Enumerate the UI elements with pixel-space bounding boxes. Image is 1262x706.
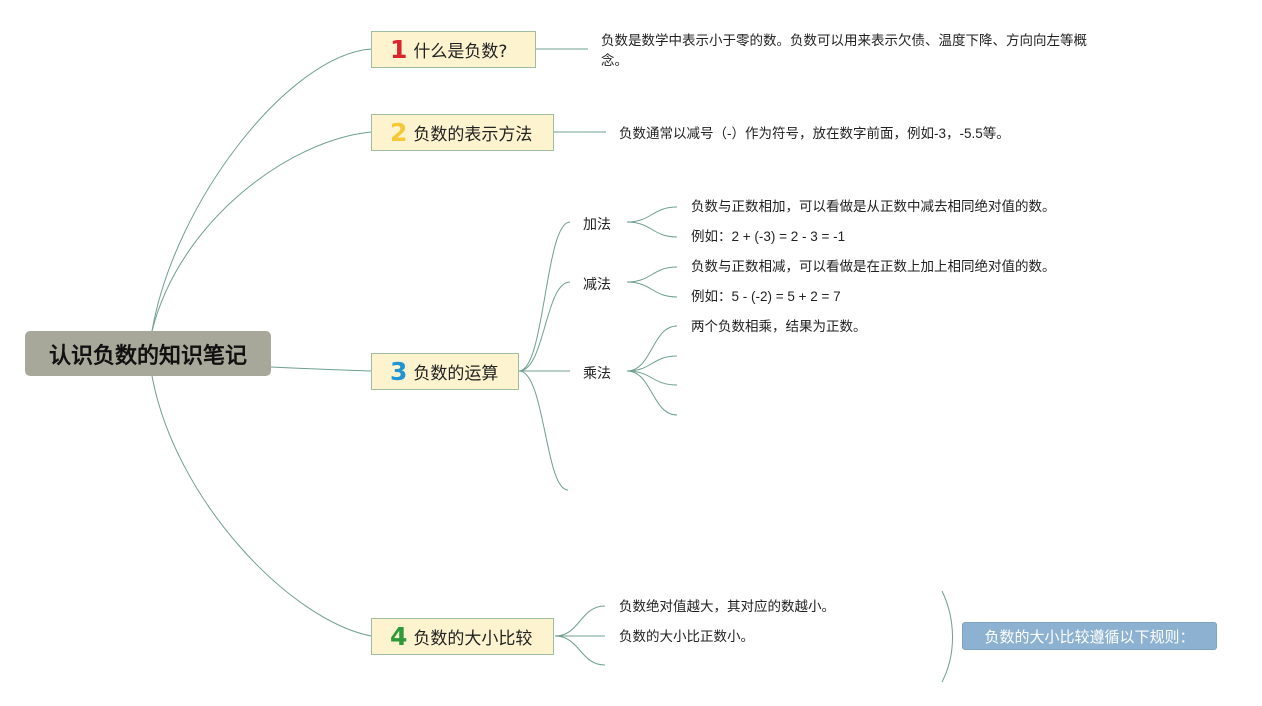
- number-2-icon: 2: [390, 118, 408, 147]
- subtraction-example[interactable]: 例如：5 - (-2) = 5 + 2 = 7: [691, 289, 841, 304]
- comparison-rule-1[interactable]: 负数绝对值越大，其对应的数越小。: [619, 599, 835, 614]
- link-root-topic1: [151, 48, 372, 332]
- comparison-rule-2[interactable]: 负数的大小比正数小。: [619, 629, 754, 644]
- topic-label: 负数的运算: [413, 364, 499, 384]
- root-topic[interactable]: 认识负数的知识笔记: [25, 331, 271, 376]
- link-topic4-empty: [554, 635, 606, 666]
- link-topic4-rule1: [554, 605, 606, 637]
- addition-desc[interactable]: 负数与正数相加，可以看做是从正数中减去相同绝对值的数。: [691, 199, 1056, 214]
- link-root-topic3: [270, 366, 372, 372]
- link-root-topic4: [151, 375, 372, 637]
- topic-notation[interactable]: 2 负数的表示方法: [371, 114, 554, 151]
- topic-label: 负数的大小比较: [413, 629, 533, 649]
- topic-comparison[interactable]: 4 负数的大小比较: [371, 618, 554, 655]
- summary-bracket: [941, 590, 953, 683]
- operation-addition[interactable]: 加法: [583, 216, 611, 232]
- topic-what-is-negative[interactable]: 1 什么是负数?: [371, 31, 536, 68]
- note-notation[interactable]: 负数通常以减号（-）作为符号，放在数字前面，例如-3，-5.5等。: [619, 126, 1010, 141]
- note-definition[interactable]: 负数是数学中表示小于零的数。负数可以用来表示欠债、温度下降、方向向左等概念。: [601, 33, 1087, 68]
- link-topic3-addition: [518, 221, 571, 372]
- link-multiplication-empty2: [626, 370, 678, 386]
- link-subtraction-example: [626, 281, 678, 298]
- summary-callout[interactable]: 负数的大小比较遵循以下规则：: [962, 622, 1217, 650]
- link-multiplication-desc: [626, 325, 678, 372]
- operation-multiplication[interactable]: 乘法: [583, 365, 611, 381]
- number-1-icon: 1: [390, 35, 408, 64]
- number-4-icon: 4: [390, 622, 408, 651]
- subtraction-desc[interactable]: 负数与正数相减，可以看做是在正数上加上相同绝对值的数。: [691, 259, 1056, 274]
- link-subtraction-desc: [626, 266, 678, 283]
- multiplication-desc[interactable]: 两个负数相乘，结果为正数。: [691, 319, 867, 334]
- link-topic3-subtraction: [518, 281, 571, 372]
- link-addition-desc: [626, 206, 678, 223]
- topic-label: 什么是负数?: [413, 42, 508, 62]
- link-root-topic2: [151, 131, 372, 332]
- topic-operations[interactable]: 3 负数的运算: [371, 353, 519, 390]
- link-addition-example: [626, 221, 678, 238]
- number-3-icon: 3: [390, 357, 408, 386]
- link-multiplication-empty1: [626, 355, 678, 372]
- operation-subtraction[interactable]: 减法: [583, 276, 611, 292]
- addition-example[interactable]: 例如：2 + (-3) = 2 - 3 = -1: [691, 229, 846, 244]
- link-multiplication-empty3: [626, 370, 678, 416]
- topic-label: 负数的表示方法: [413, 125, 533, 145]
- link-topic3-empty: [518, 370, 569, 491]
